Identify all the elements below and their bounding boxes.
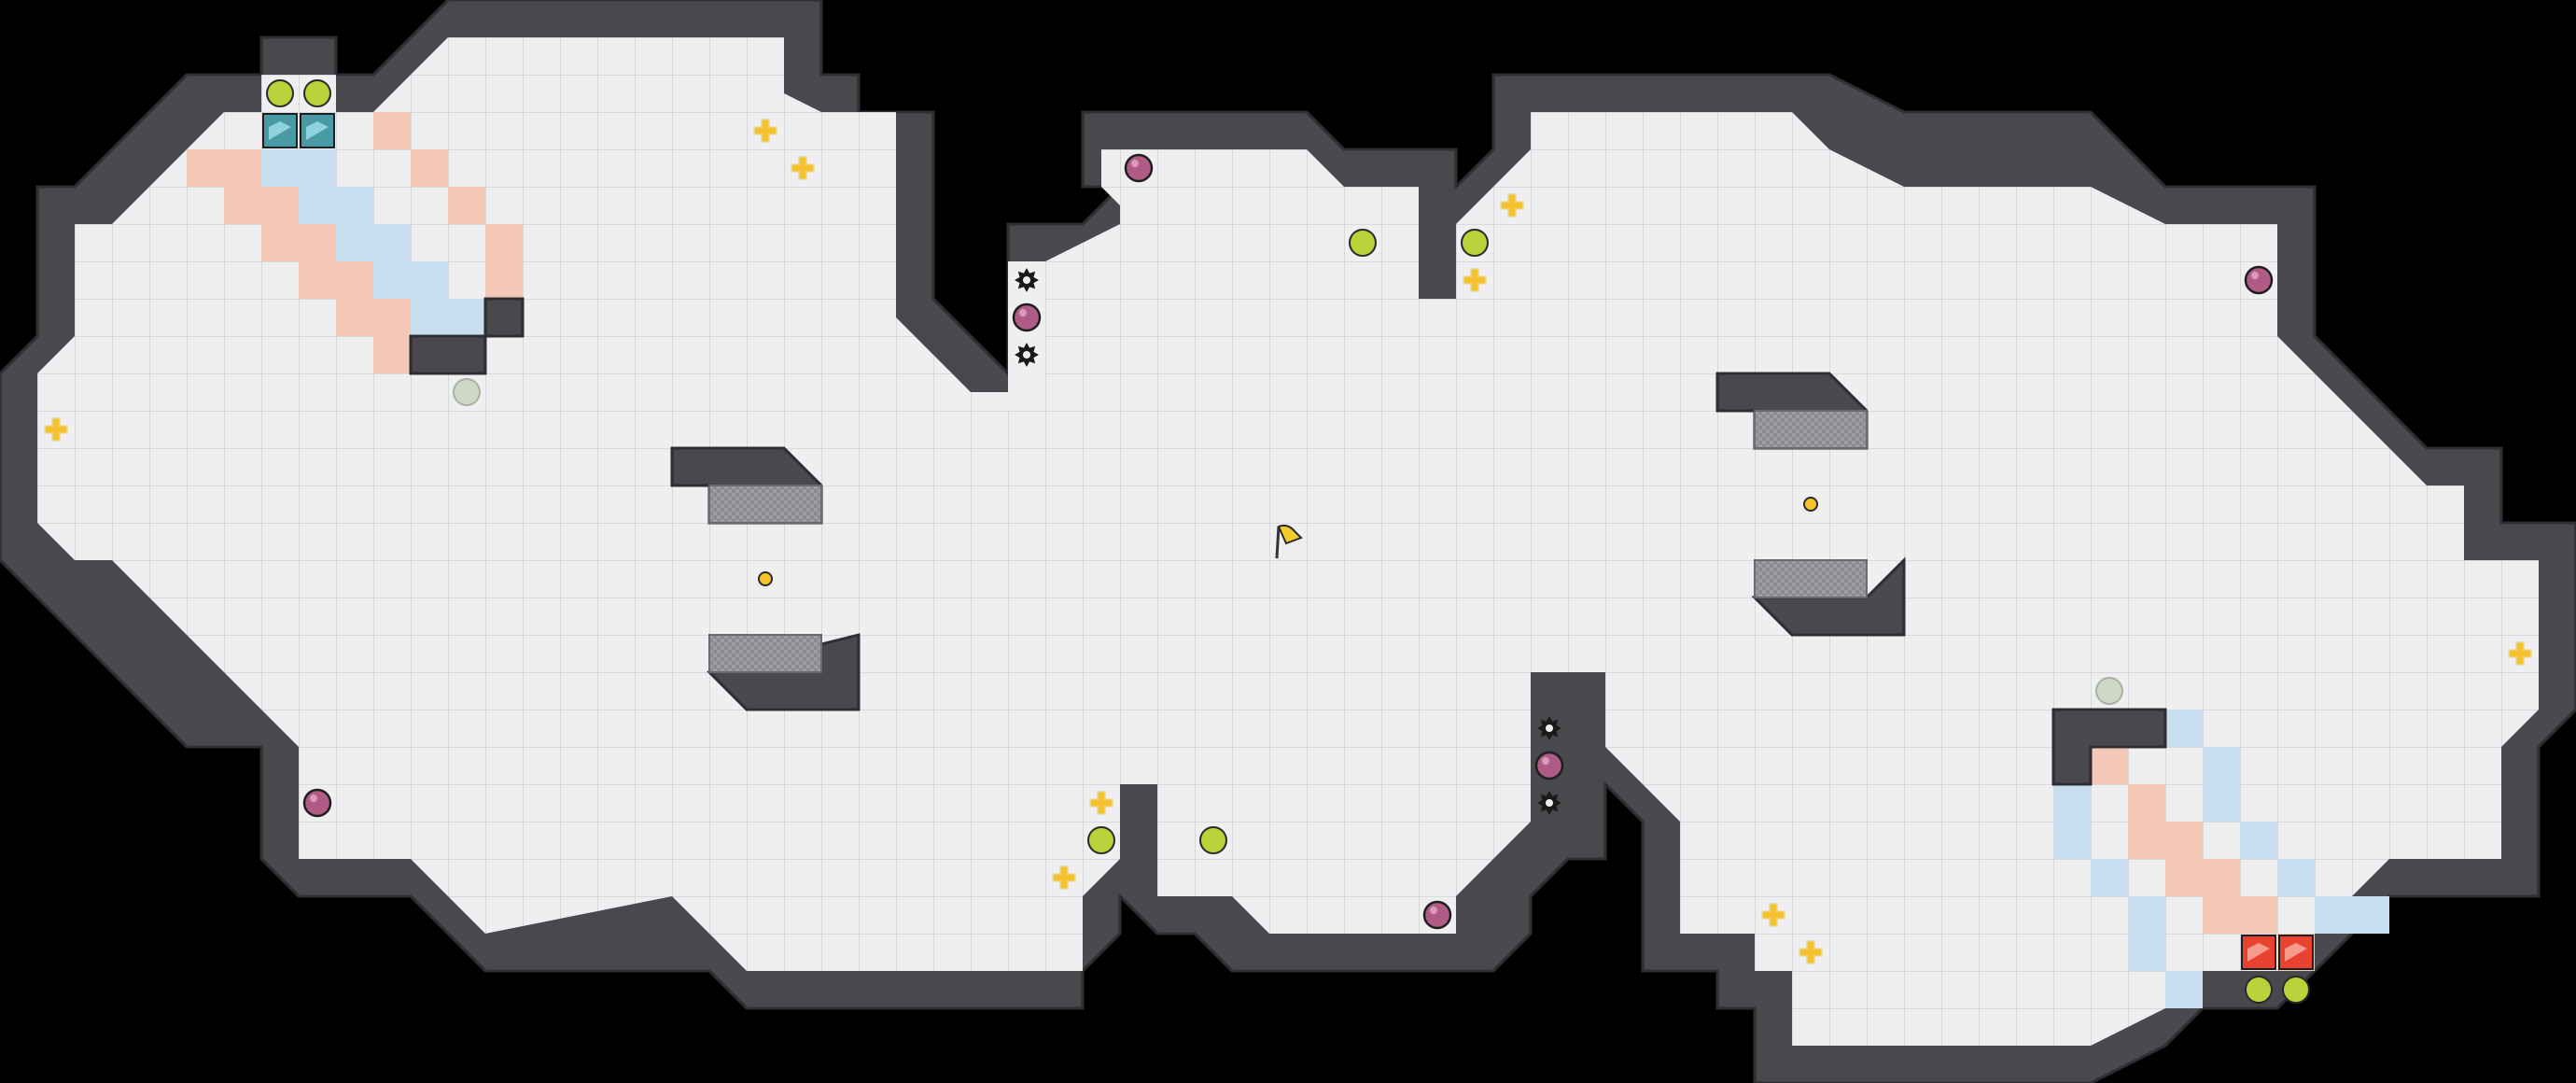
blue-team-tile [2165,971,2203,1008]
red-team-tile [2203,859,2240,896]
blue-team-tile [448,299,485,336]
blue-team-tile [2091,859,2128,896]
powerup-icon [1761,903,1785,927]
wall-block [2051,708,2167,786]
wall-block [409,297,525,375]
inactive-boost-pad [453,378,481,406]
red-team-tile [261,224,299,261]
powerup-icon [1089,791,1113,815]
powerup-icon [1799,940,1823,964]
blue-team-tile [299,187,336,224]
bomb [1012,302,1042,332]
blue-team-tile [2053,784,2091,822]
boost-pad [1349,229,1377,257]
blue-team-tile [2128,934,2165,971]
gate [708,634,822,673]
powerup-icon [791,156,815,180]
powerup-icon [44,417,68,442]
bomb [2244,265,2274,295]
token [758,571,773,586]
blue-team-tile [2277,859,2315,896]
powerup-icon [1463,268,1487,292]
red-team-tile [373,112,411,149]
blue-team-tile [373,261,411,299]
blue-team-tile [2203,784,2240,822]
powerup-icon [1052,865,1076,890]
bomb [1124,153,1154,183]
bomb [1422,900,1452,930]
powerup-icon [2508,641,2532,666]
red-team-tile [448,187,485,224]
blue-spawn [262,113,298,148]
spike [1015,343,1039,367]
red-team-tile [411,149,448,187]
blue-team-tile [2165,710,2203,747]
blue-team-tile [411,261,448,299]
boost-pad [1087,826,1115,854]
red-team-tile [2203,896,2240,934]
bomb [302,788,332,818]
blue-team-tile [411,299,448,336]
blue-spawn [300,113,335,148]
red-team-tile [2128,822,2165,859]
gate [1754,410,1868,449]
map-objects [44,79,2532,1004]
token [1803,497,1818,512]
blue-team-tile [2203,747,2240,784]
red-team-tile [2165,859,2203,896]
red-team-tile [187,149,224,187]
red-team-tile [336,261,373,299]
boost-pad [2282,976,2310,1004]
blue-team-tile [336,224,373,261]
blue-team-tile [261,149,299,187]
red-team-tile [224,149,261,187]
red-team-tile [261,187,299,224]
red-team-tile [373,299,411,336]
gates [708,410,1868,673]
spike [1015,268,1039,292]
blue-team-tile [336,187,373,224]
red-team-tile [299,224,336,261]
boost-pad [1461,229,1489,257]
blue-team-tile [2053,822,2091,859]
red-team-tile [2165,822,2203,859]
blue-team-tile [373,224,411,261]
spike [1537,791,1561,815]
powerup-icon [753,119,777,143]
powerup-icon [1500,193,1524,218]
red-team-tile [373,336,411,373]
red-team-tile [336,299,373,336]
red-team-tile [2128,784,2165,822]
blue-team-tile [2352,896,2389,934]
red-spawn [2241,935,2276,970]
red-spawn [2278,935,2314,970]
red-team-tile [224,187,261,224]
bomb [1534,751,1564,781]
inactive-boost-pad [2095,677,2123,705]
blue-team-tile [2240,822,2277,859]
boost-pad [1199,826,1227,854]
gate [708,485,822,524]
spike [1537,716,1561,740]
blue-team-tile [2315,896,2352,934]
boost-pad [2245,976,2273,1004]
boost-pad [303,79,331,107]
red-team-tile [485,224,523,261]
red-team-tile [299,261,336,299]
yellow-flag-icon [1275,524,1303,559]
red-team-tile [485,261,523,299]
blue-team-tile [299,149,336,187]
red-team-tile [2091,747,2128,784]
gate [1754,559,1868,598]
red-team-tile [2240,896,2277,934]
blue-team-tile [2128,896,2165,934]
boost-pad [266,79,294,107]
